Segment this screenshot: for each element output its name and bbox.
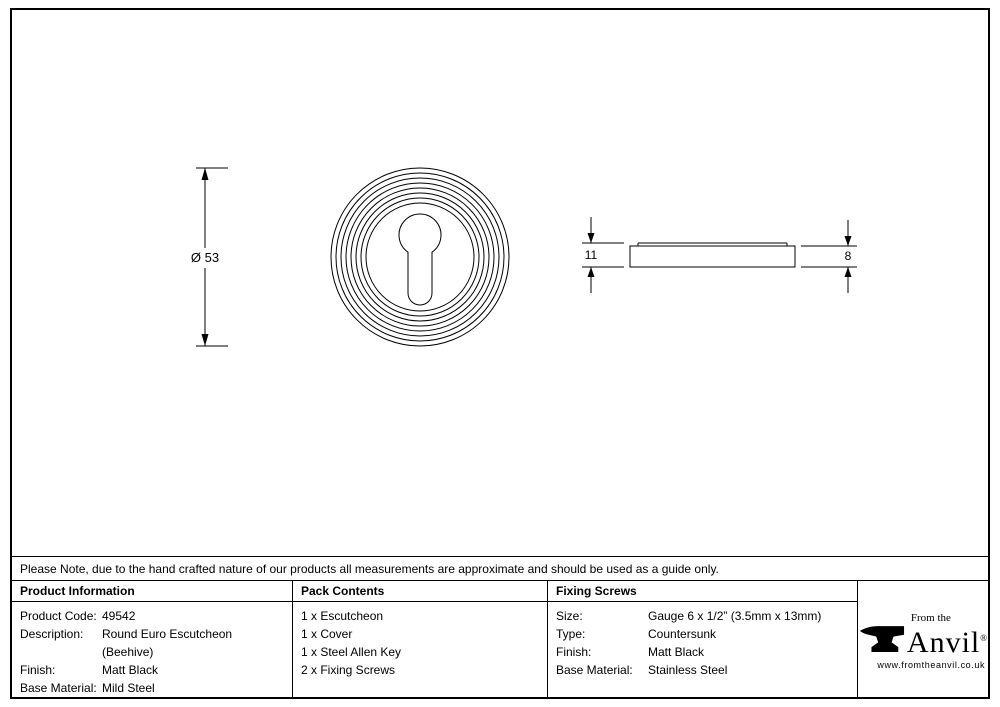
note-text: Please Note, due to the hand crafted nat… xyxy=(20,561,719,576)
escutcheon-side-view xyxy=(629,242,796,268)
note-bar: Please Note, due to the hand crafted nat… xyxy=(12,556,988,581)
info-table: Product Information Product Code: 49542 … xyxy=(12,581,988,697)
field-value: Countersunk xyxy=(648,627,717,641)
finish-row: Finish: Matt Black xyxy=(20,661,284,679)
field-value: Mild Steel xyxy=(102,681,155,695)
logo-brand-name: Anvil® xyxy=(906,624,988,659)
dim-arrow-up-icon xyxy=(844,267,852,277)
dim-arrow-down-icon xyxy=(587,233,595,243)
pack-contents-body: 1 x Escutcheon 1 x Cover 1 x Steel Allen… xyxy=(293,602,547,679)
brand-name-text: Anvil xyxy=(906,626,981,659)
screw-material-row: Base Material: Stainless Steel xyxy=(556,661,849,679)
field-label: Base Material: xyxy=(556,663,633,677)
field-value: Matt Black xyxy=(102,663,159,677)
escutcheon-front-view xyxy=(330,167,510,347)
euro-keyhole xyxy=(398,213,442,306)
product-information-header: Product Information xyxy=(12,581,292,602)
dim-arrow-up-icon xyxy=(587,267,595,277)
pack-item: 2 x Fixing Screws xyxy=(301,663,396,677)
dim-arrow-down-icon xyxy=(844,236,852,246)
fixing-screws-column: Fixing Screws Size: Gauge 6 x 1/2” (3.5m… xyxy=(547,581,857,697)
field-label: Product Code: xyxy=(20,609,97,623)
product-information-column: Product Information Product Code: 49542 … xyxy=(12,581,292,697)
field-label: Base Material: xyxy=(20,681,97,695)
base-material-row: Base Material: Mild Steel xyxy=(20,679,284,697)
field-value: 49542 xyxy=(102,609,136,623)
screw-type-row: Type: Countersunk xyxy=(556,625,849,643)
thickness-total-label: 11 xyxy=(585,248,598,262)
spec-sheet-page: Ø 53 xyxy=(10,8,990,699)
fixing-screws-header: Fixing Screws xyxy=(548,581,857,602)
screw-size-row: Size: Gauge 6 x 1/2” (3.5mm x 13mm) xyxy=(556,607,849,625)
description-row: Description: Round Euro Escutcheon (Beeh… xyxy=(20,625,284,661)
screw-finish-row: Finish: Matt Black xyxy=(556,643,849,661)
dim-arrow-up-icon xyxy=(201,168,209,180)
logo-tagline: From the xyxy=(910,612,951,624)
field-value: Gauge 6 x 1/2” (3.5mm x 13mm) xyxy=(648,609,822,623)
field-label: Description: xyxy=(20,627,84,641)
from-the-anvil-logo: From the Anvil® www.fromtheanvil.co.uk xyxy=(859,608,987,670)
diameter-dimension xyxy=(196,167,228,347)
pack-contents-column: Pack Contents 1 x Escutcheon 1 x Cover 1… xyxy=(292,581,547,697)
thickness-base-label: 8 xyxy=(845,249,852,263)
field-value: Round Euro Escutcheon (Beehive) xyxy=(102,627,233,659)
field-label: Finish: xyxy=(20,663,56,677)
dim-arrow-down-icon xyxy=(201,334,209,346)
fixing-screws-body: Size: Gauge 6 x 1/2” (3.5mm x 13mm) Type… xyxy=(548,602,857,679)
pack-contents-header: Pack Contents xyxy=(293,581,547,602)
field-label: Finish: xyxy=(556,645,592,659)
technical-drawing-area: Ø 53 xyxy=(12,10,988,556)
website-url: www.fromtheanvil.co.uk xyxy=(877,660,986,670)
brand-column: From the Anvil® www.fromtheanvil.co.uk xyxy=(857,581,988,697)
field-label: Type: xyxy=(556,627,586,641)
product-code-row: Product Code: 49542 xyxy=(20,607,284,625)
pack-item: 1 x Escutcheon xyxy=(301,609,384,623)
registered-mark: ® xyxy=(980,633,988,643)
product-information-body: Product Code: 49542 Description: Round E… xyxy=(12,602,292,697)
technical-drawing: Ø 53 xyxy=(191,167,857,347)
beehive-rings xyxy=(330,167,510,347)
field-label: Size: xyxy=(556,609,583,623)
field-value: Stainless Steel xyxy=(648,663,728,677)
pack-item: 1 x Cover xyxy=(301,627,353,641)
diameter-label: Ø 53 xyxy=(191,250,219,265)
pack-item: 1 x Steel Allen Key xyxy=(301,645,402,659)
anvil-icon xyxy=(859,626,904,652)
field-value: Matt Black xyxy=(648,645,705,659)
